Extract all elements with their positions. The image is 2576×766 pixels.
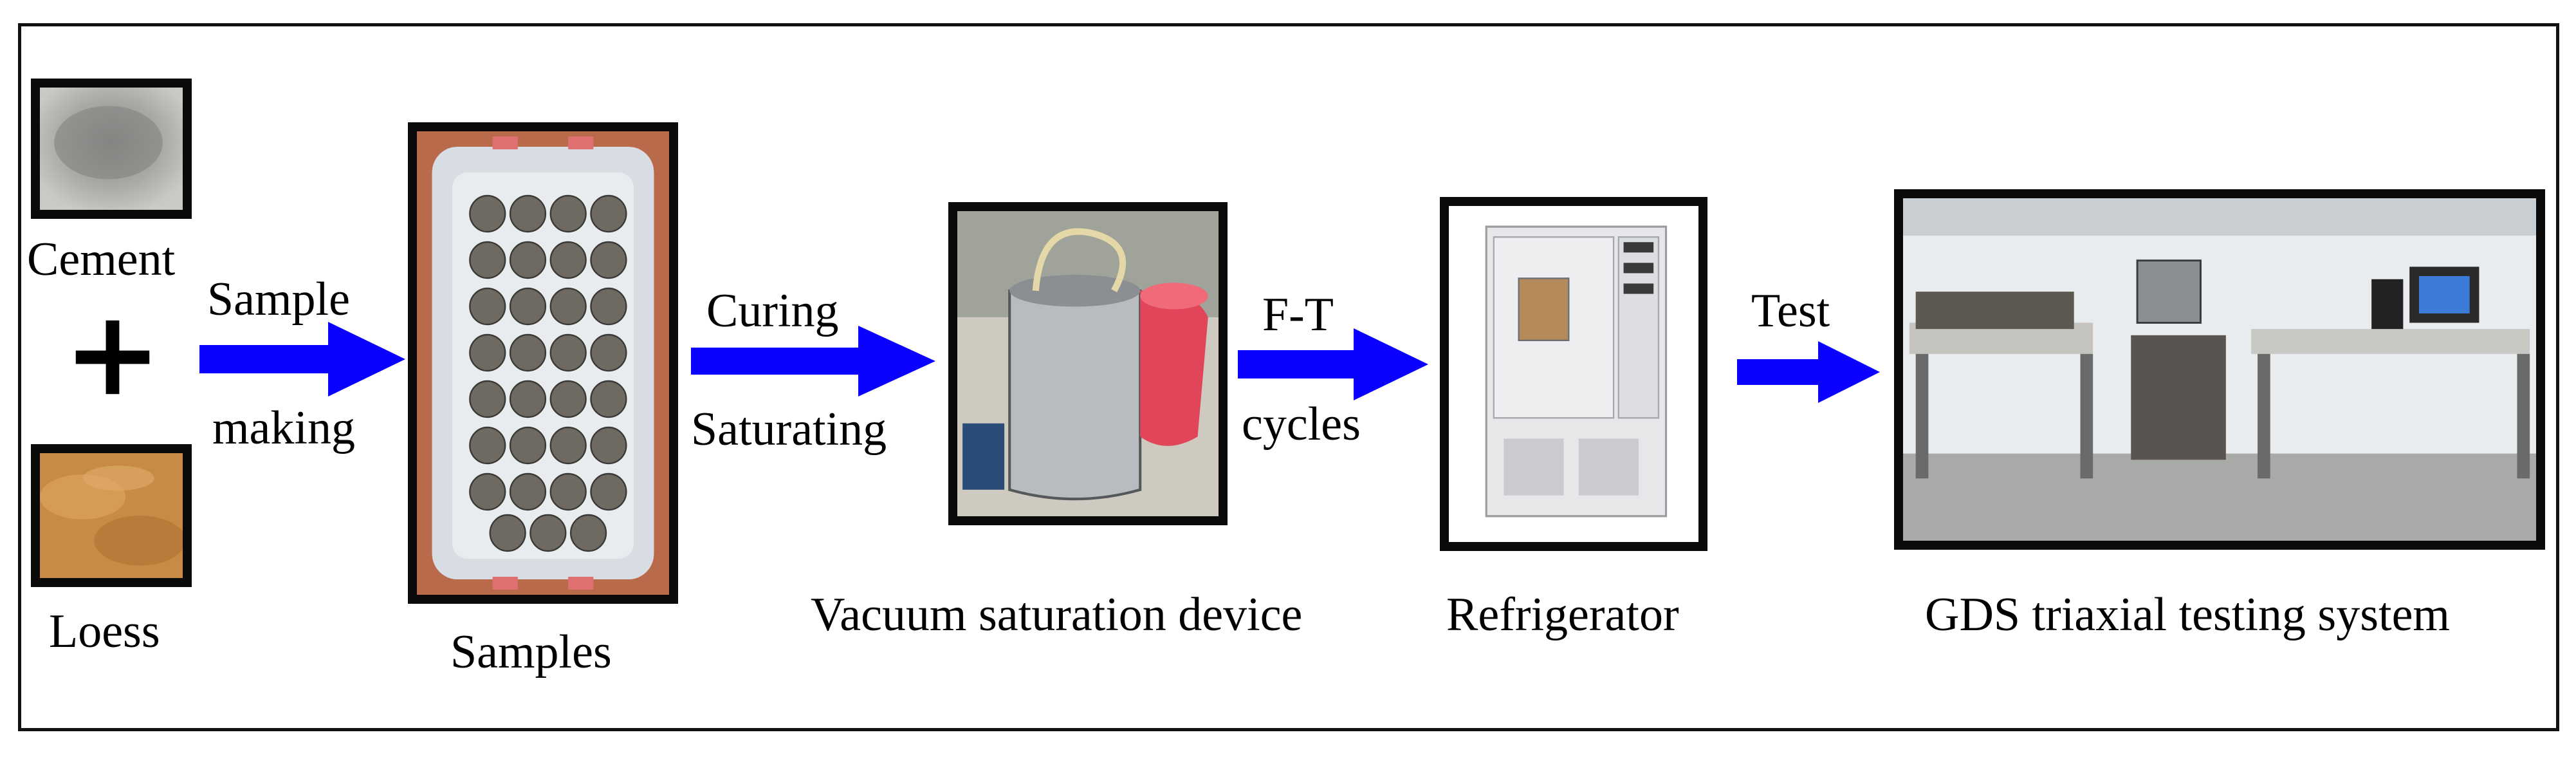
- arrow-right-icon: [1737, 341, 1880, 403]
- ft-label-2: cycles: [1242, 398, 1361, 451]
- vacuum-device-photo: [948, 202, 1228, 525]
- saturating-label: Saturating: [691, 403, 887, 456]
- test-label: Test: [1751, 285, 1830, 337]
- curing-label: Curing: [706, 285, 839, 337]
- loess-photo: [31, 444, 192, 587]
- gds-system-label: GDS triaxial testing system: [1925, 588, 2450, 641]
- sample-making-label-1: Sample: [207, 273, 350, 326]
- arrow-right-icon: [1238, 328, 1428, 400]
- samples-label: Samples: [450, 626, 612, 678]
- gds-system-photo: [1894, 189, 2545, 550]
- sample-making-label-2: making: [212, 402, 355, 454]
- cement-label: Cement: [27, 233, 176, 286]
- refrigerator-photo: [1440, 197, 1707, 551]
- samples-photo: [408, 122, 678, 604]
- vacuum-device-label: Vacuum saturation device: [811, 588, 1303, 641]
- refrigerator-label: Refrigerator: [1446, 588, 1679, 641]
- plus-icon: [71, 315, 154, 399]
- diagram-frame: [18, 23, 2559, 731]
- cement-photo: [31, 79, 192, 219]
- loess-label: Loess: [49, 605, 160, 658]
- arrow-right-icon: [691, 326, 935, 397]
- arrow-right-icon: [199, 322, 405, 397]
- ft-label-1: F-T: [1262, 288, 1334, 341]
